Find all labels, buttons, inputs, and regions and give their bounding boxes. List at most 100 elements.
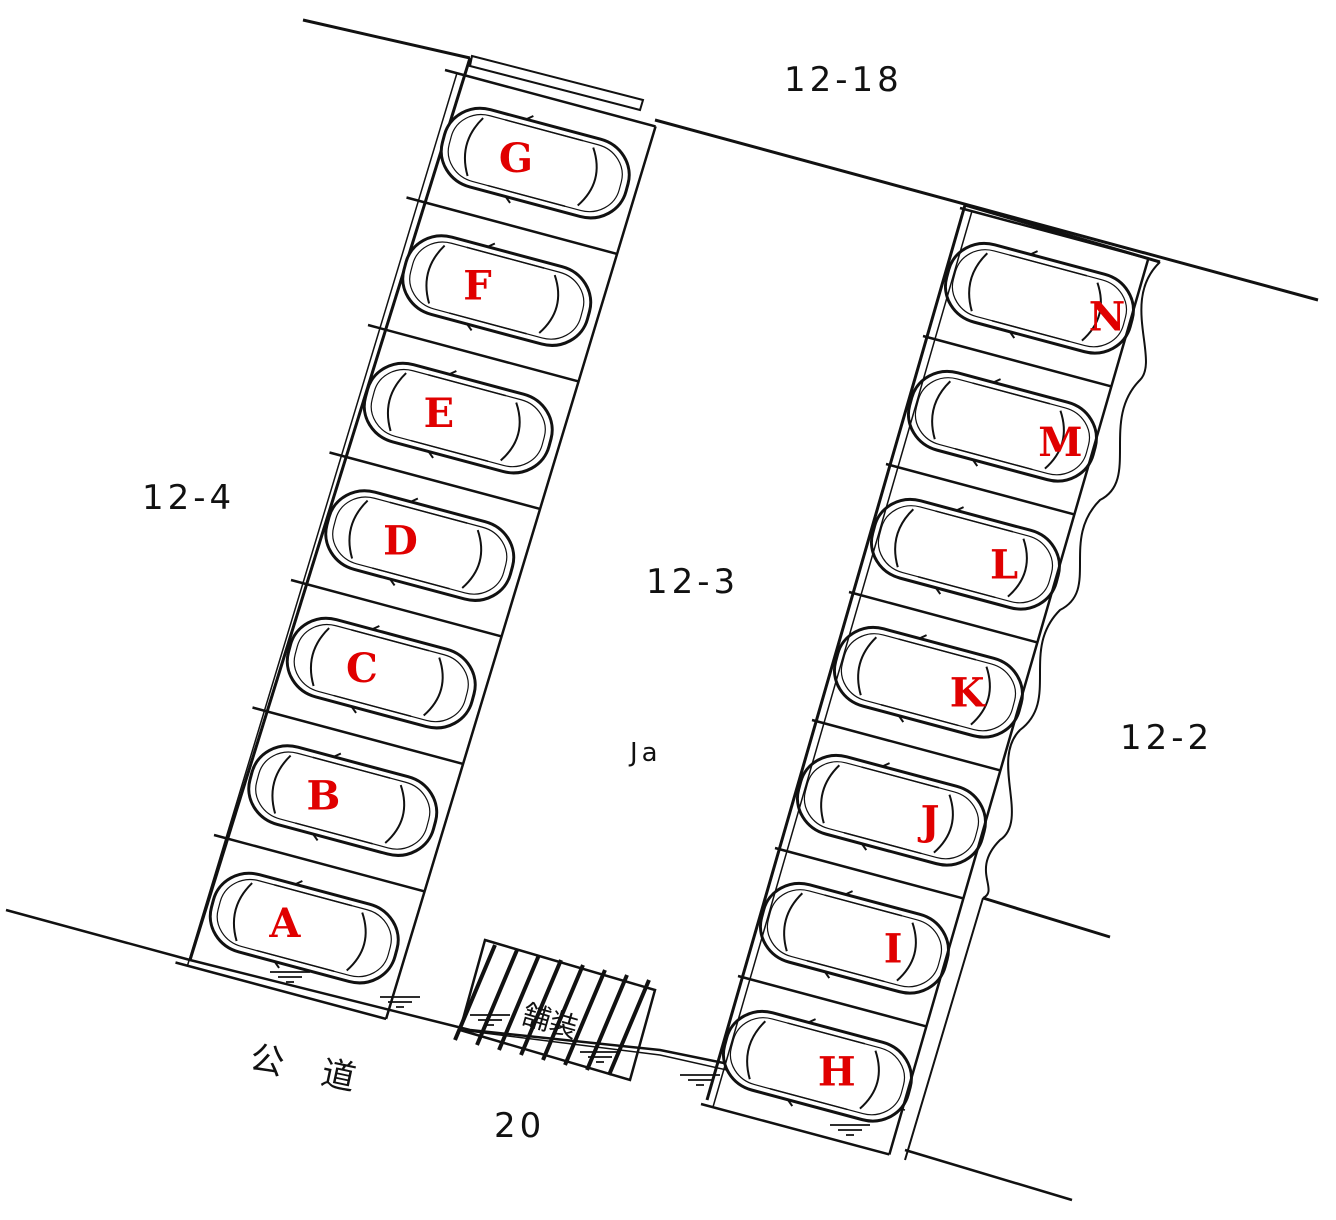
car-doors [256, 884, 352, 973]
car-rear-window [538, 274, 560, 334]
car-rear-window [423, 657, 444, 717]
car-body [247, 744, 439, 857]
drain-marks [270, 971, 870, 1136]
car-body [324, 489, 516, 602]
car-rear-window [461, 529, 483, 589]
car-b: B [247, 744, 439, 857]
stall-divider [811, 718, 1001, 772]
stall-divider [885, 462, 1075, 516]
hatch-line [519, 959, 563, 1056]
row-outer-edge [712, 210, 973, 1108]
car-body [758, 881, 950, 995]
car-label-h: H [818, 1048, 856, 1095]
car-body [439, 106, 631, 220]
car-mirrors [786, 1018, 816, 1107]
stall-divider [444, 68, 656, 128]
car-windshield [464, 117, 484, 177]
car-rear-window [577, 147, 598, 207]
car-body [401, 234, 593, 347]
car-mirrors [971, 378, 1001, 467]
east-hedge [982, 261, 1161, 899]
car-label-m: M [1038, 419, 1082, 466]
car-doors [449, 246, 545, 335]
car-rear-window [896, 922, 917, 982]
car-label-e: E [424, 390, 455, 437]
car-body [721, 1009, 913, 1123]
stall-divider [329, 451, 541, 511]
car-doors [917, 510, 1014, 599]
car-windshield [894, 508, 915, 568]
hatch-line [497, 954, 541, 1051]
hatch-line [475, 949, 519, 1046]
stall-divider [367, 323, 579, 383]
car-mirrors [466, 242, 496, 332]
car-label-g: G [499, 135, 533, 182]
car-l: L [869, 497, 1061, 611]
car-windshield [746, 1020, 767, 1080]
row-aisle-edge [888, 258, 1150, 1155]
car-windshield [783, 892, 804, 952]
car-windshield [820, 764, 841, 824]
car-rear-window [1081, 282, 1102, 342]
car-windshield [857, 636, 878, 696]
car-rear-window [500, 402, 521, 462]
car-rear-window [346, 912, 367, 972]
car-doors [880, 638, 977, 727]
car-doors [806, 894, 903, 983]
car-body [795, 753, 987, 867]
hatch-line [453, 944, 497, 1041]
stall-divider [406, 196, 618, 256]
car-doors [991, 254, 1088, 343]
car-mirrors [860, 762, 890, 851]
stall-divider [213, 833, 425, 893]
car-rear-window [859, 1050, 880, 1110]
car-doors [410, 374, 506, 463]
car-windshield [931, 380, 952, 440]
hatch-line [541, 964, 585, 1061]
stall-divider [922, 334, 1112, 388]
car-i: I [758, 881, 950, 995]
car-e: E [362, 361, 554, 475]
car-mirrors [273, 880, 303, 969]
road-width-label: 20 [494, 1106, 546, 1146]
car-n: N [943, 241, 1135, 355]
car-a: A [208, 871, 400, 985]
car-body [906, 369, 1098, 483]
stall-divider [290, 578, 502, 638]
car-h: H [721, 1009, 913, 1123]
car-k: K [832, 625, 1024, 739]
car-doors [954, 382, 1051, 471]
car-d: D [324, 489, 516, 602]
row-outer-edge [186, 72, 458, 966]
car-mirrors [823, 890, 853, 979]
car-mirrors [897, 634, 927, 723]
car-rear-window [970, 666, 991, 726]
car-label-c: C [346, 645, 378, 692]
car-doors [843, 766, 940, 855]
car-label-l: L [990, 542, 1018, 589]
car-windshield [425, 244, 446, 304]
road-far-edge [904, 1148, 1073, 1202]
parcel-label-12-2: 12-2 [1120, 718, 1214, 758]
top-fence [468, 54, 645, 112]
car-doors [372, 501, 468, 590]
car-label-f: F [463, 262, 491, 309]
boundary-lines [5, 18, 1319, 1202]
car-doors [333, 629, 429, 718]
stall-divider [252, 706, 464, 766]
car-windshield [310, 627, 330, 687]
car-rear-window [384, 784, 406, 844]
car-rear-window [933, 794, 954, 854]
car-doors [487, 119, 583, 208]
car-m: M [906, 369, 1098, 483]
car-rear-window [1007, 538, 1028, 598]
stall-divider [175, 961, 387, 1021]
car-windshield [348, 499, 369, 559]
car-body [285, 616, 477, 730]
east-small-wall [904, 897, 984, 1161]
paved-area-outline [458, 938, 657, 1082]
car-label-k: K [950, 670, 986, 717]
car-body [943, 241, 1135, 355]
